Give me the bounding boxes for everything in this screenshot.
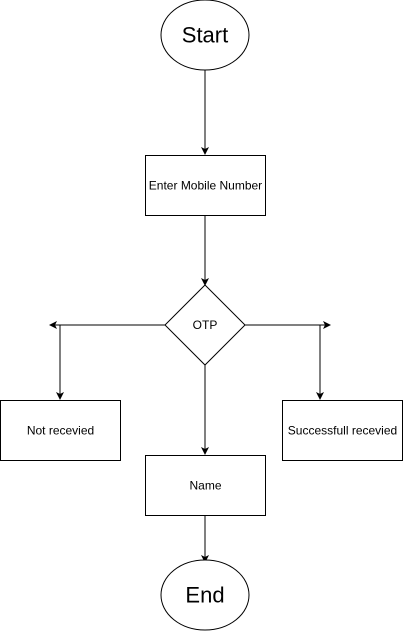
name-box [145,455,266,516]
node-start: Start [160,0,250,71]
successful-received-label: Successfull recevied [288,424,397,438]
successful-received-box [282,400,403,461]
connectors [49,70,331,563]
not-received-box [0,400,121,461]
name-label: Name [189,479,221,493]
node-name: Name [145,455,266,516]
start-label: Start [182,23,228,48]
node-otp-decision: OTP [164,284,246,366]
node-enter-mobile-number: Enter Mobile Number [145,155,266,216]
otp-diamond [164,284,246,366]
end-ellipse [160,559,250,631]
start-ellipse [160,0,250,71]
node-successful-received: Successfull recevied [282,400,403,461]
node-end: End [160,559,250,631]
enter-mobile-box [145,155,266,216]
node-not-received: Not recevied [0,400,121,461]
end-label: End [185,583,224,608]
otp-label: OTP [193,318,218,332]
enter-mobile-label: Enter Mobile Number [149,179,262,193]
not-received-label: Not recevied [27,424,94,438]
